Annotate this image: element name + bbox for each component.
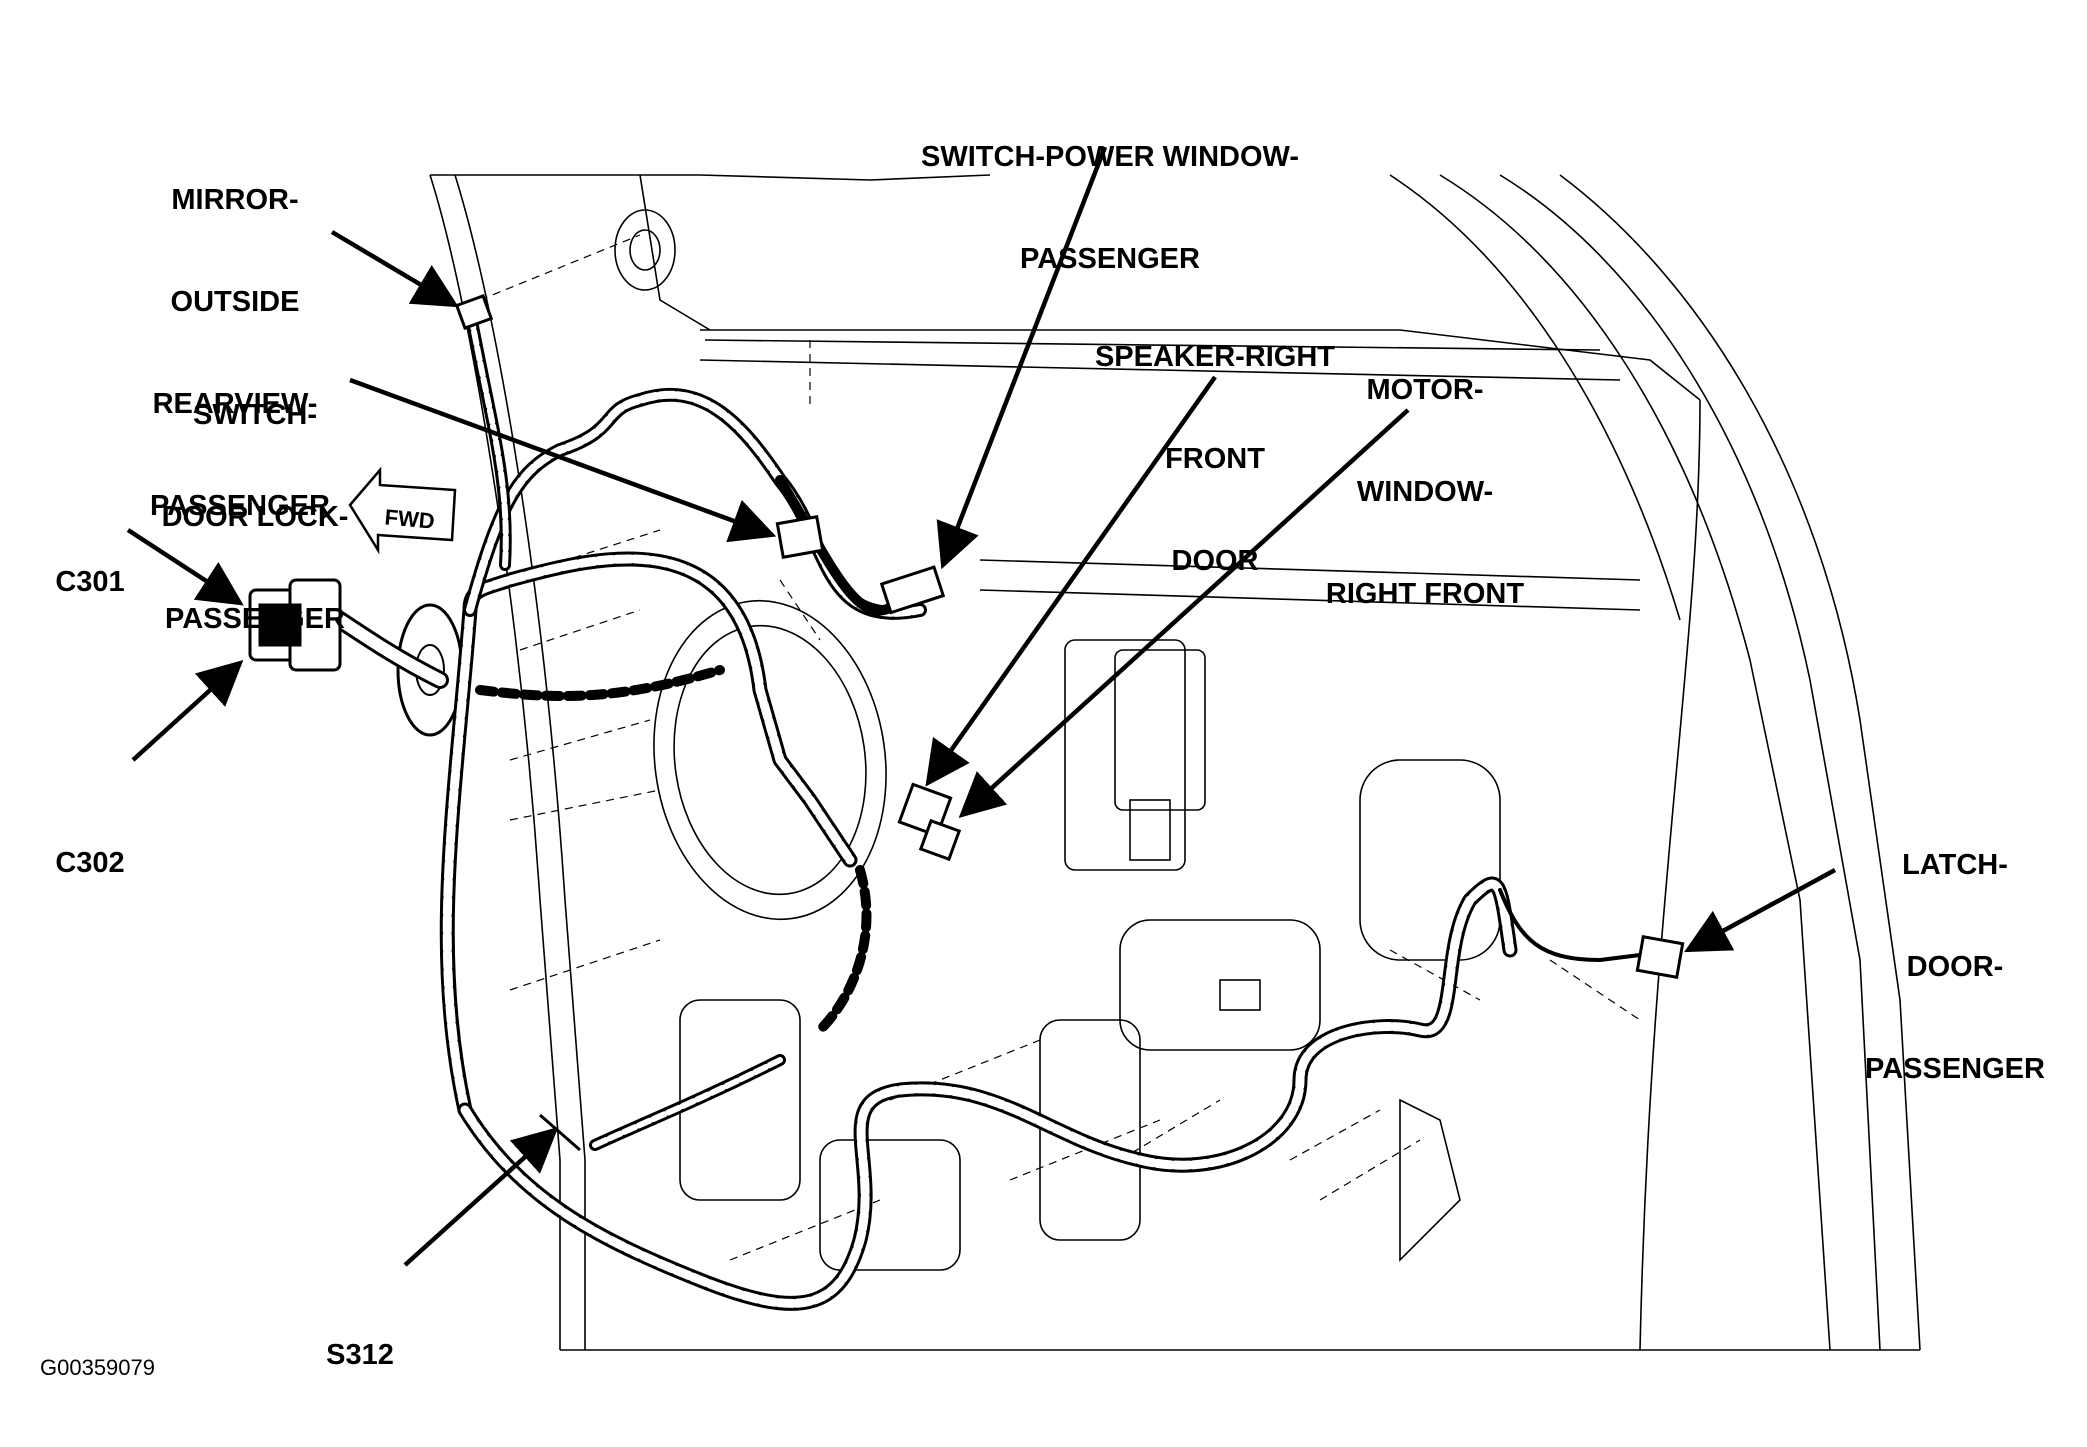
mirror-connector (454, 294, 494, 330)
window-switch-connector (879, 565, 946, 615)
figure-id: G00359079 (40, 1355, 155, 1380)
connectors (248, 294, 1685, 979)
callout-line: C301 (55, 566, 125, 598)
callout-switch-door-lock: SWITCH- DOOR LOCK- PASSENGER (150, 330, 360, 670)
callout-line: PASSENGER (1865, 1053, 2045, 1085)
callout-line: OUTSIDE (170, 286, 300, 318)
callout-line: SWITCH- (192, 399, 318, 431)
c301-connector (248, 578, 342, 672)
callout-line: SWITCH-POWER WINDOW- (921, 141, 1299, 173)
callout-line: DOOR- (1906, 951, 2004, 983)
callout-line: SPEAKER-RIGHT (1094, 341, 1336, 373)
door-outline (396, 174, 1921, 1351)
callout-latch: LATCH- DOOR- PASSENGER (1845, 780, 2065, 1120)
callout-speaker: SPEAKER-RIGHT FRONT DOOR (1070, 272, 1360, 612)
callout-line: REARVIEW- (152, 388, 318, 420)
callout-line: PASSENGER (1020, 243, 1200, 275)
callout-line: LATCH- (1902, 849, 2008, 881)
callout-switch-power-window: SWITCH-POWER WINDOW- PASSENGER (880, 72, 1340, 310)
callout-line: FRONT (1165, 443, 1265, 475)
callout-line: RIGHT FRONT (1325, 578, 1525, 610)
callout-line: MOTOR- (1366, 374, 1484, 406)
motor-connector (918, 818, 962, 862)
callout-arrows (126, 146, 1837, 1267)
fastener-leaders (479, 234, 1641, 1261)
callout-line: PASSENGER (165, 603, 345, 635)
callout-s312: S312 (310, 1270, 410, 1406)
latch-connector (1635, 935, 1685, 979)
callout-line: MIRROR- (171, 184, 299, 216)
harness (331, 304, 1642, 1311)
callout-motor-window: MOTOR- WINDOW- RIGHT FRONT (1300, 305, 1550, 645)
fwd-arrow: FWD (348, 466, 457, 555)
fwd-label: FWD (384, 504, 436, 533)
callout-c302: C302 (40, 778, 140, 914)
callout-line: DOOR LOCK- (161, 501, 349, 533)
callout-c301: C301 (40, 497, 140, 633)
callout-line: WINDOW- (1356, 476, 1494, 508)
door-lock-connector (775, 515, 825, 559)
callout-line: C302 (55, 847, 125, 879)
callout-line: PASSENGER (150, 490, 330, 522)
callout-line: DOOR (1171, 545, 1259, 577)
callout-line: S312 (326, 1339, 394, 1371)
callout-mirror: MIRROR- OUTSIDE REARVIEW- PASSENGER (150, 115, 330, 557)
